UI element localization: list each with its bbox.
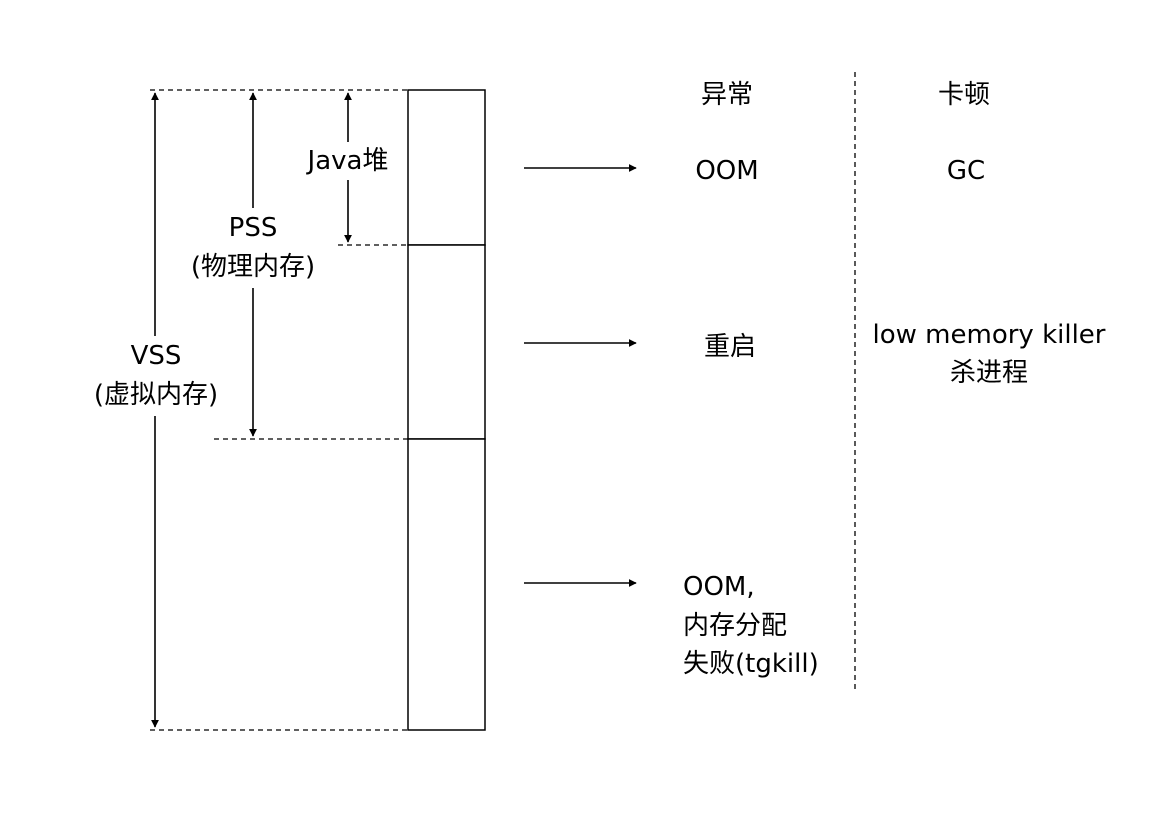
- stutter-column-header: 卡顿: [937, 80, 991, 110]
- row3-exception-line2: 内存分配: [683, 611, 788, 641]
- row3-exception-line1: OOM,: [683, 572, 755, 602]
- row2-exception: 重启: [703, 332, 757, 362]
- pss-label-bg: [180, 208, 326, 288]
- java-heap-block: [407, 89, 486, 246]
- java-heap-label: Java堆: [307, 146, 389, 176]
- row1-exception: OOM: [695, 156, 759, 186]
- pss-block: [407, 244, 486, 440]
- row2-stutter-line1: low memory killer: [872, 320, 1106, 350]
- exception-column-header: 异常: [700, 80, 754, 110]
- pss-desc-label: (物理内存): [190, 252, 316, 282]
- row1-stutter: GC: [946, 156, 986, 186]
- pss-label: PSS: [228, 213, 278, 243]
- row2-stutter-line2: 杀进程: [949, 358, 1029, 388]
- java-heap-label-bg: [300, 142, 396, 180]
- vss-desc-label: (虚拟内存): [93, 380, 219, 410]
- vss-block: [407, 438, 486, 731]
- vss-label: VSS: [130, 341, 182, 371]
- vss-label-bg: [82, 336, 230, 416]
- row3-exception-line3: 失败(tgkill): [683, 649, 819, 679]
